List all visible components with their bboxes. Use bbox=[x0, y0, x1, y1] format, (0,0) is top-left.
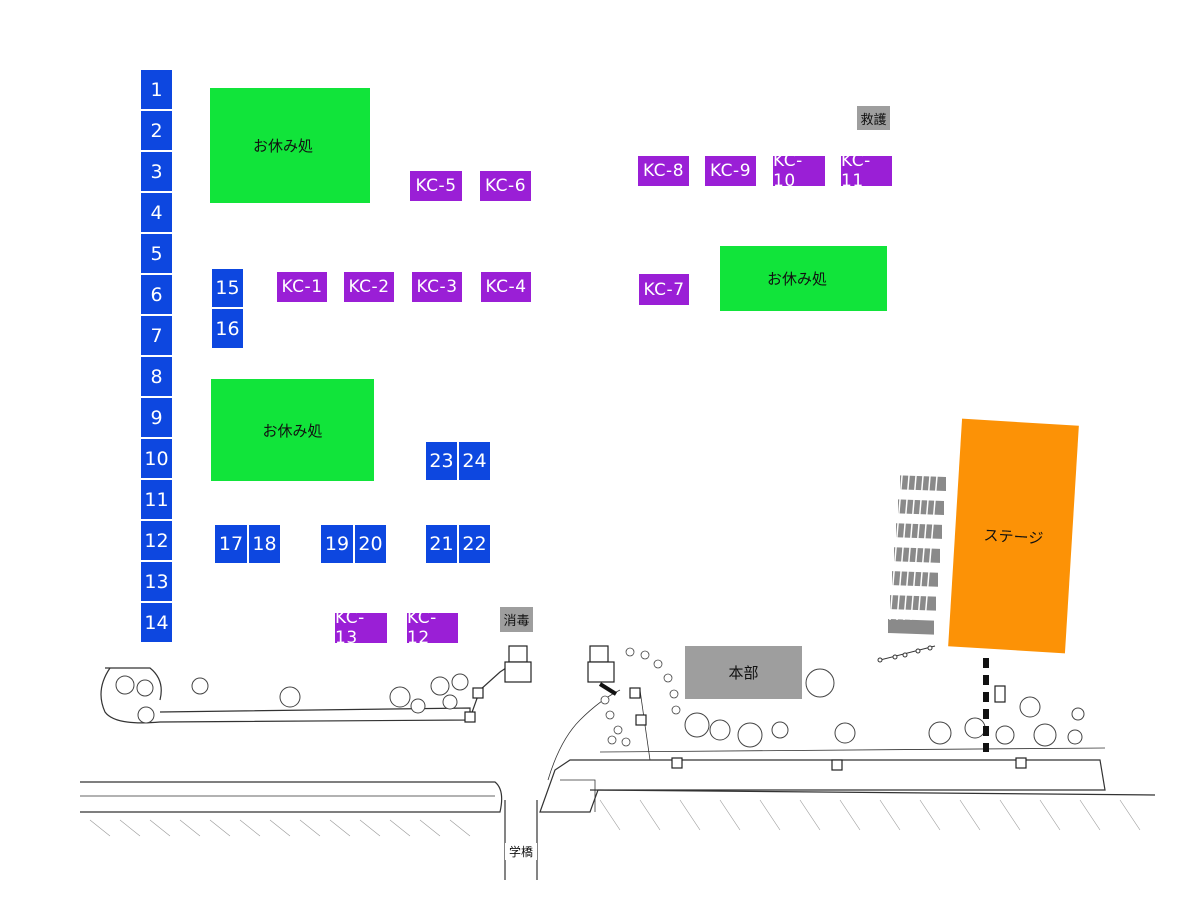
rest-area-mid-left[interactable]: お休み処 bbox=[211, 379, 374, 481]
kitchen-car-kc7[interactable]: KC-7 bbox=[639, 274, 689, 305]
booth-8[interactable]: 8 bbox=[140, 356, 173, 397]
booth-5[interactable]: 5 bbox=[140, 233, 173, 274]
booth-4[interactable]: 4 bbox=[140, 192, 173, 233]
rest-area-top-left[interactable]: お休み処 bbox=[210, 88, 370, 203]
booth-18[interactable]: 18 bbox=[248, 524, 281, 564]
booth-22[interactable]: 22 bbox=[458, 524, 491, 564]
kitchen-car-kc13[interactable]: KC-13 bbox=[335, 608, 387, 648]
stage-label: ステージ bbox=[983, 525, 1044, 548]
kitchen-car-kc12[interactable]: KC-12 bbox=[407, 608, 458, 648]
booth-24[interactable]: 24 bbox=[458, 441, 491, 481]
booth-2[interactable]: 2 bbox=[140, 110, 173, 151]
booth-19[interactable]: 19 bbox=[320, 524, 354, 564]
rest-area-right[interactable]: お休み処 bbox=[720, 246, 887, 311]
booth-9[interactable]: 9 bbox=[140, 397, 173, 438]
headquarters[interactable]: 本部 bbox=[685, 646, 802, 699]
booth-15[interactable]: 15 bbox=[211, 268, 244, 308]
kitchen-car-kc1[interactable]: KC-1 bbox=[277, 272, 327, 302]
booth-23[interactable]: 23 bbox=[425, 441, 458, 481]
kitchen-car-kc3[interactable]: KC-3 bbox=[412, 272, 462, 302]
rescue-station[interactable]: 救護 bbox=[857, 106, 890, 130]
booth-20[interactable]: 20 bbox=[354, 524, 387, 564]
stage[interactable]: ステージ bbox=[948, 418, 1079, 654]
booth-10[interactable]: 10 bbox=[140, 438, 173, 479]
booth-14[interactable]: 14 bbox=[140, 602, 173, 643]
booth-21[interactable]: 21 bbox=[425, 524, 458, 564]
booth-6[interactable]: 6 bbox=[140, 274, 173, 315]
booth-16[interactable]: 16 bbox=[211, 308, 244, 349]
booth-11[interactable]: 11 bbox=[140, 479, 173, 520]
booth-3[interactable]: 3 bbox=[140, 151, 173, 192]
booth-17[interactable]: 17 bbox=[214, 524, 248, 564]
kitchen-car-kc2[interactable]: KC-2 bbox=[344, 272, 394, 302]
kitchen-car-kc4[interactable]: KC-4 bbox=[481, 272, 531, 302]
disinfection-station[interactable]: 消毒 bbox=[500, 607, 533, 632]
kitchen-car-kc5[interactable]: KC-5 bbox=[410, 171, 462, 201]
booth-7[interactable]: 7 bbox=[140, 315, 173, 356]
booth-1[interactable]: 1 bbox=[140, 69, 173, 110]
kitchen-car-kc11[interactable]: KC-11 bbox=[841, 151, 892, 191]
kitchen-car-kc6[interactable]: KC-6 bbox=[480, 171, 531, 201]
bridge-label: 学橋 bbox=[505, 843, 537, 860]
booth-13[interactable]: 13 bbox=[140, 561, 173, 602]
booth-12[interactable]: 12 bbox=[140, 520, 173, 561]
kitchen-car-kc10[interactable]: KC-10 bbox=[773, 151, 825, 191]
kitchen-car-kc9[interactable]: KC-9 bbox=[705, 156, 756, 186]
kitchen-car-kc8[interactable]: KC-8 bbox=[638, 156, 689, 186]
